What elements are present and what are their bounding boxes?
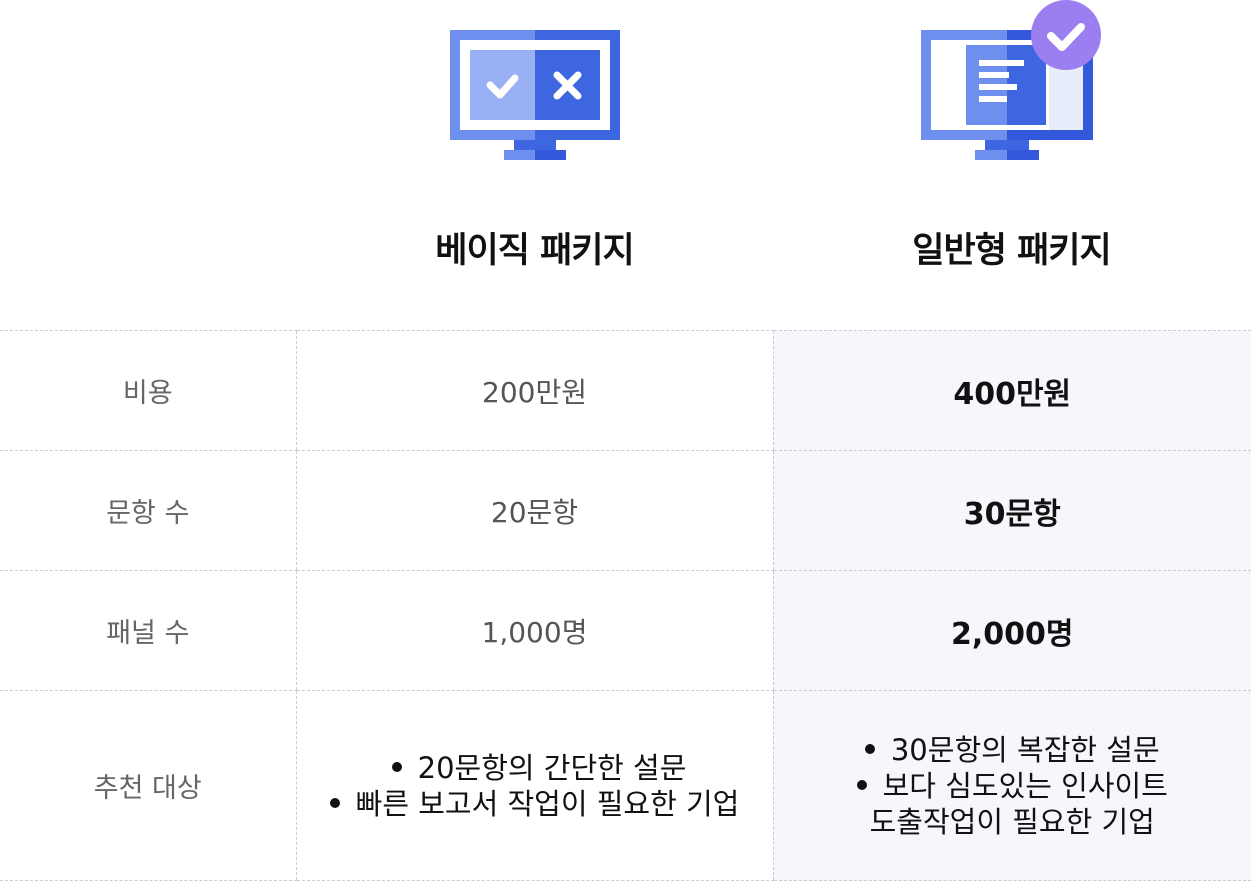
document-monitor-icon [921,0,1101,160]
general-panel-value: 2,000명 [772,570,1251,691]
table-row-target: 추천 대상 20문항의 간단한 설문 빠른 보고서 작업이 필요한 기업 30문… [0,690,1251,881]
row-label-questions: 문항 수 [0,450,296,571]
check-badge-icon [1031,0,1101,70]
general-questions-value: 30문항 [772,450,1251,571]
bullet-icon [391,761,402,772]
list-item: 빠른 보고서 작업이 필요한 기업 [329,786,739,822]
list-item: 20문항의 간단한 설문 [330,750,740,786]
list-item-continuation: 도출작업이 필요한 기업 [869,804,1155,839]
bullet-icon [856,779,867,790]
row-label-panel: 패널 수 [0,570,296,691]
package-header: 베이직 패키지 일반형 패키지 [0,0,1251,330]
list-item: 30문항의 복잡한 설문 [857,732,1168,768]
bullet-icon [329,797,340,808]
basic-target-cell: 20문항의 간단한 설문 빠른 보고서 작업이 필요한 기업 [295,690,773,881]
basic-target-list: 20문항의 간단한 설문 빠른 보고서 작업이 필요한 기업 [329,750,740,822]
table-row-cost: 비용 200만원 400만원 [0,330,1251,451]
basic-package-title: 베이직 패키지 [435,231,634,271]
check-x-monitor-icon [450,30,620,160]
general-cost-value: 400만원 [772,330,1251,451]
list-item: 보다 심도있는 인사이트 [856,768,1168,804]
row-label-cost: 비용 [0,330,296,451]
general-target-list: 30문항의 복잡한 설문 보다 심도있는 인사이트 도출작업이 필요한 기업 [856,732,1168,840]
general-package-title: 일반형 패키지 [912,231,1111,271]
row-label-target: 추천 대상 [0,690,296,881]
table-row-panel: 패널 수 1,000명 2,000명 [0,570,1251,691]
general-package-header: 일반형 패키지 [773,0,1250,330]
basic-questions-value: 20문항 [295,450,773,571]
general-target-cell: 30문항의 복잡한 설문 보다 심도있는 인사이트 도출작업이 필요한 기업 [772,690,1251,881]
package-comparison-table: 비용 200만원 400만원 문항 수 20문항 30문항 패널 수 1,000… [0,330,1251,881]
basic-package-header: 베이직 패키지 [296,0,773,330]
table-row-questions: 문항 수 20문항 30문항 [0,450,1251,571]
basic-panel-value: 1,000명 [295,570,773,691]
basic-cost-value: 200만원 [295,330,773,451]
bullet-icon [864,743,875,754]
